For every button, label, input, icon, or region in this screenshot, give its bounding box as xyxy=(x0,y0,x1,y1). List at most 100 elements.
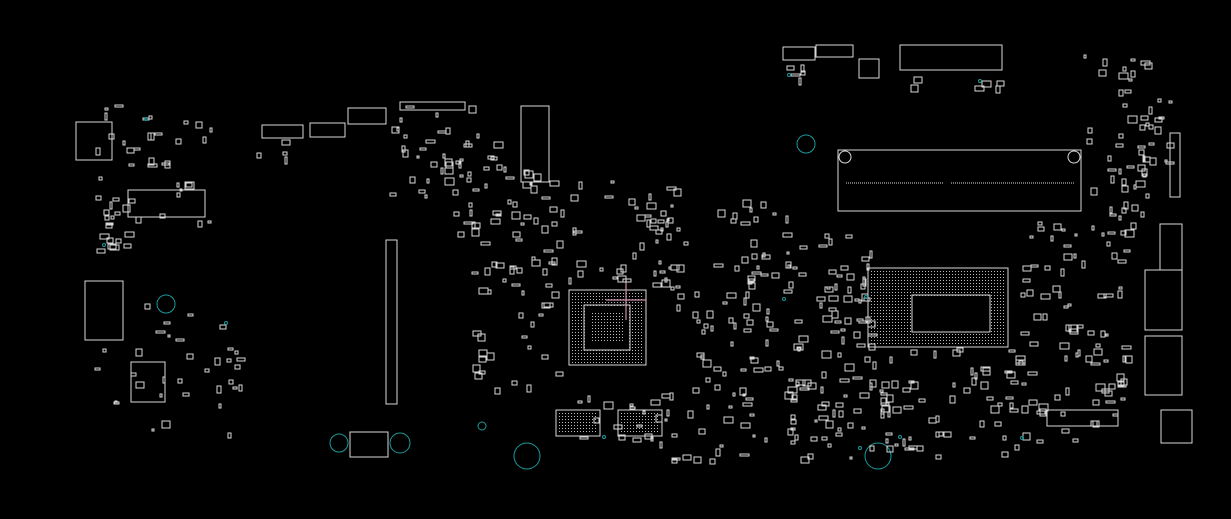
smd-component[interactable] xyxy=(834,320,842,324)
smd-component[interactable] xyxy=(1040,293,1051,300)
smd-component[interactable] xyxy=(1091,225,1095,231)
smd-component[interactable] xyxy=(786,251,790,255)
smd-component[interactable] xyxy=(666,409,670,417)
smd-component[interactable] xyxy=(1037,226,1045,232)
smd-component[interactable] xyxy=(867,333,878,337)
smd-component[interactable] xyxy=(840,328,846,332)
smd-component[interactable] xyxy=(1118,89,1124,97)
smd-component[interactable] xyxy=(1138,149,1145,156)
smd-component[interactable] xyxy=(747,275,756,282)
smd-component[interactable] xyxy=(1105,333,1109,337)
smd-component[interactable] xyxy=(104,107,109,111)
smd-component[interactable] xyxy=(1137,145,1146,149)
smd-component[interactable] xyxy=(551,221,558,227)
smd-component[interactable] xyxy=(505,176,515,180)
smd-component[interactable] xyxy=(105,223,113,229)
smd-component[interactable] xyxy=(719,444,724,448)
smd-component[interactable] xyxy=(122,140,126,146)
smd-component[interactable] xyxy=(541,225,549,234)
smd-component[interactable] xyxy=(106,237,114,244)
smd-component[interactable] xyxy=(179,188,183,192)
smd-component[interactable] xyxy=(756,265,760,270)
smd-component[interactable] xyxy=(837,427,842,432)
smd-component[interactable] xyxy=(216,385,222,394)
smd-component[interactable] xyxy=(1158,116,1165,120)
top-connector-2[interactable] xyxy=(309,122,346,138)
smd-component[interactable] xyxy=(96,248,106,254)
memory-chip-2[interactable] xyxy=(617,409,663,437)
smd-component[interactable] xyxy=(838,410,844,418)
smd-component[interactable] xyxy=(1029,235,1034,239)
smd-component[interactable] xyxy=(603,401,614,410)
smd-component[interactable] xyxy=(1109,213,1117,217)
smd-component[interactable] xyxy=(752,303,761,312)
left-module-chip[interactable] xyxy=(75,121,113,161)
smd-component[interactable] xyxy=(1008,349,1016,353)
smd-component[interactable] xyxy=(723,416,734,424)
smd-component[interactable] xyxy=(963,387,971,394)
smd-component[interactable] xyxy=(486,352,495,361)
smd-component[interactable] xyxy=(713,263,724,268)
smd-component[interactable] xyxy=(1009,402,1014,409)
smd-component[interactable] xyxy=(819,302,823,309)
gpu-bga[interactable] xyxy=(568,289,647,366)
smd-component[interactable] xyxy=(502,278,507,283)
smd-component[interactable] xyxy=(195,121,203,129)
smd-component[interactable] xyxy=(832,409,836,418)
smd-component[interactable] xyxy=(1022,432,1031,441)
smd-component[interactable] xyxy=(1050,235,1054,242)
smd-component[interactable] xyxy=(1039,408,1047,417)
vertical-module[interactable] xyxy=(520,105,550,183)
smd-component[interactable] xyxy=(214,357,221,366)
smd-component[interactable] xyxy=(487,155,495,160)
smd-component[interactable] xyxy=(282,151,288,156)
smd-component[interactable] xyxy=(1028,399,1038,406)
smd-component[interactable] xyxy=(1121,185,1129,193)
smd-component[interactable] xyxy=(670,286,675,291)
smd-component[interactable] xyxy=(908,436,912,441)
smd-component[interactable] xyxy=(95,195,102,201)
smd-component[interactable] xyxy=(753,216,759,223)
smd-component[interactable] xyxy=(445,127,451,135)
smd-component[interactable] xyxy=(938,431,944,437)
smd-component[interactable] xyxy=(1130,58,1136,62)
smd-component[interactable] xyxy=(840,265,849,271)
smd-component[interactable] xyxy=(175,338,185,342)
smd-component[interactable] xyxy=(130,372,137,377)
smd-component[interactable] xyxy=(469,209,473,217)
top-right-connector-3[interactable] xyxy=(899,44,1003,71)
smd-component[interactable] xyxy=(463,221,474,225)
smd-component[interactable] xyxy=(980,381,989,390)
smd-component[interactable] xyxy=(1098,69,1107,77)
smd-component[interactable] xyxy=(913,76,923,84)
smd-component[interactable] xyxy=(746,319,754,326)
smd-component[interactable] xyxy=(568,277,572,285)
smd-component[interactable] xyxy=(807,382,817,390)
smd-component[interactable] xyxy=(822,315,833,323)
smd-component[interactable] xyxy=(478,370,486,375)
smd-component[interactable] xyxy=(1077,324,1084,329)
smd-component[interactable] xyxy=(1109,206,1113,214)
smd-component[interactable] xyxy=(1127,115,1138,124)
smd-component[interactable] xyxy=(405,105,415,109)
smd-component[interactable] xyxy=(114,211,121,216)
smd-component[interactable] xyxy=(903,405,914,410)
smd-component[interactable] xyxy=(281,139,291,146)
smd-component[interactable] xyxy=(1124,89,1132,94)
smd-component[interactable] xyxy=(538,313,544,317)
smd-component[interactable] xyxy=(856,343,866,348)
smd-component[interactable] xyxy=(636,214,646,222)
smd-component[interactable] xyxy=(891,380,899,389)
smd-component[interactable] xyxy=(928,417,937,424)
smd-component[interactable] xyxy=(610,180,615,184)
smd-component[interactable] xyxy=(867,320,876,328)
smd-component[interactable] xyxy=(949,395,956,404)
smd-component[interactable] xyxy=(902,438,906,447)
smd-component[interactable] xyxy=(846,273,855,281)
smd-component[interactable] xyxy=(471,222,481,229)
smd-component[interactable] xyxy=(918,398,926,403)
smd-component[interactable] xyxy=(1085,355,1093,363)
smd-component[interactable] xyxy=(187,313,194,317)
smd-component[interactable] xyxy=(1059,342,1070,350)
smd-component[interactable] xyxy=(104,215,110,221)
